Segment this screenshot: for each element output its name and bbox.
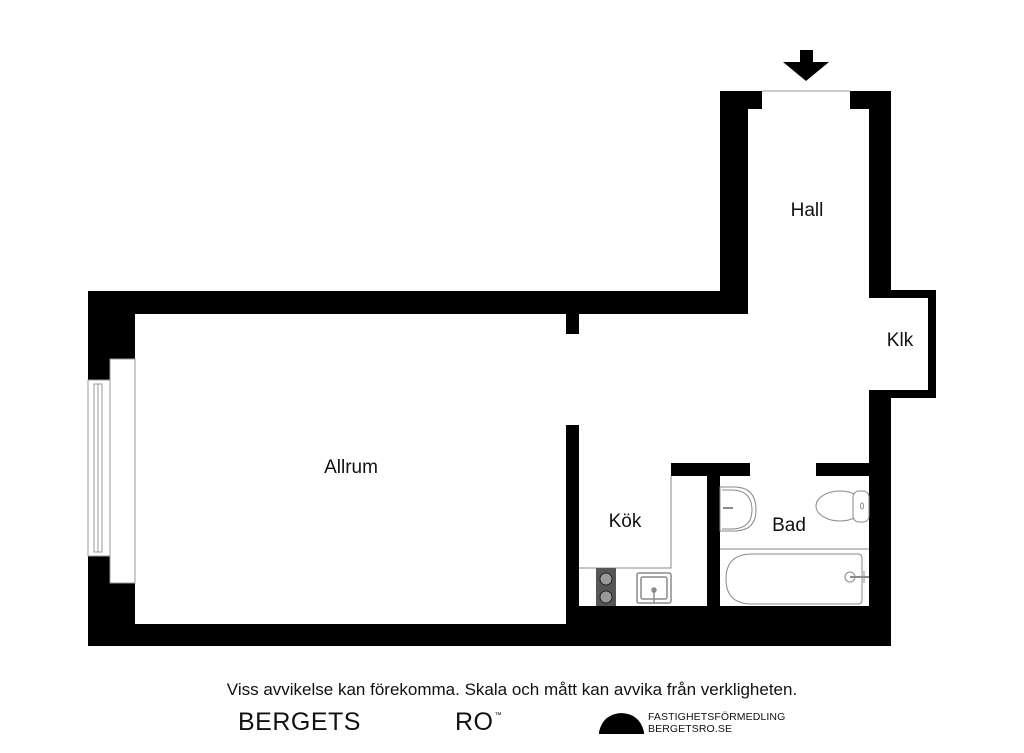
room-label-allrum: Allrum [324,457,378,478]
brand-logo-right-text: RO [455,708,494,736]
agency-dome-logo-icon [599,713,644,734]
window [87,358,136,584]
disclaimer-text: Viss avvikelse kan förekomma. Skala och … [226,680,798,699]
toilet-icon [815,490,870,523]
brand-logo-right: RO™ [455,708,502,737]
bathtub-icon [725,553,869,605]
room-label-kok: Kök [608,511,642,532]
washbasin-icon [719,486,757,532]
bathroom-fixtures [719,486,870,605]
kitchen-counter [579,476,672,606]
agency-website-link[interactable]: BERGETSRO.SE [648,723,733,735]
stove-burner-icon [599,590,613,604]
brand-logo-left: BERGETS [238,708,361,736]
floor-plan [87,50,936,646]
interior-walls [566,314,876,625]
room-label-klk: Klk [886,330,914,351]
entrance-arrow-icon [783,50,829,81]
agency-line-1: FASTIGHETSFÖRMEDLING [648,711,786,723]
room-label-bad: Bad [772,515,806,536]
room-label-hall: Hall [790,200,824,221]
agency-name: FASTIGHETSFÖRMEDLING BERGETSRO.SE [648,711,785,735]
kitchen-sink-icon [636,572,672,604]
exterior-walls [88,91,936,646]
stove-burner-icon [599,572,613,586]
trademark-symbol: ™ [494,712,502,719]
